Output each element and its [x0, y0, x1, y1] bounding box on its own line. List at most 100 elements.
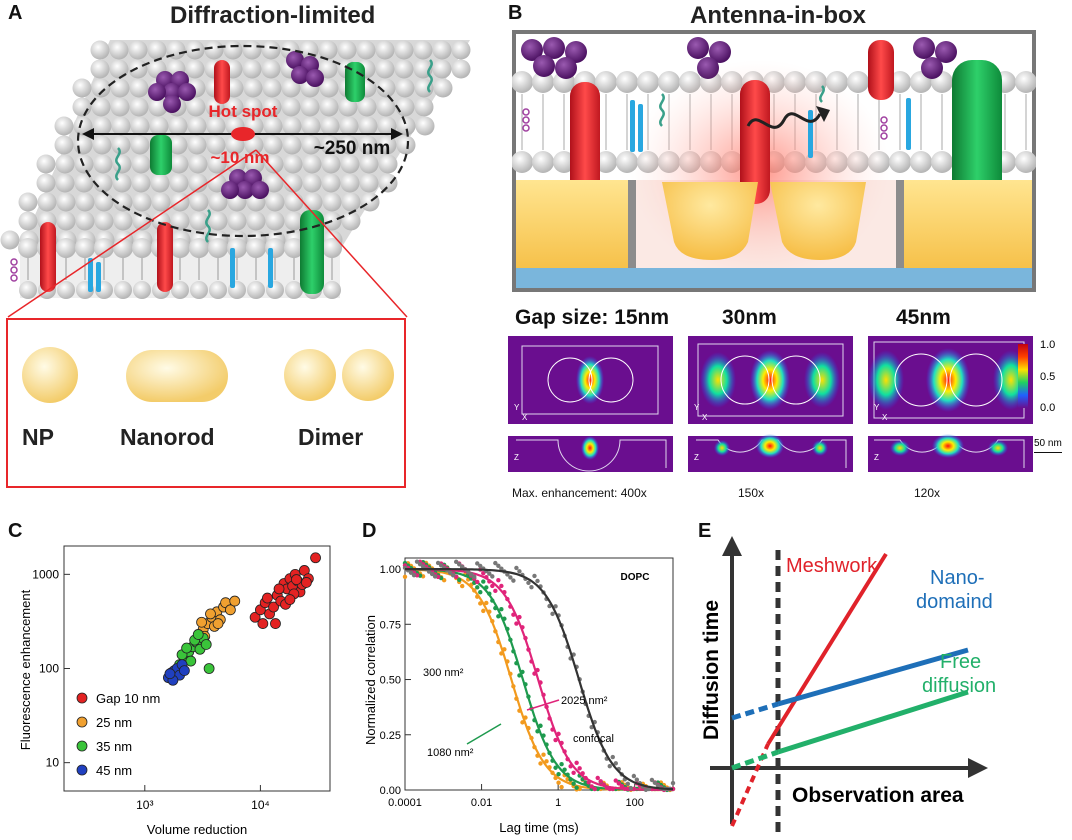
data-point	[262, 592, 273, 604]
fcs-data-point	[625, 781, 631, 786]
fcs-data-point	[453, 559, 459, 565]
gap-label-45: 45nm	[896, 306, 951, 329]
panel-b-label: B	[508, 2, 523, 24]
hot-spot-size-label: ~10 nm	[210, 148, 269, 167]
field-map-xz-15nm	[508, 436, 673, 472]
glass-substrate	[516, 268, 1032, 288]
free-diffusion-line	[777, 689, 969, 755]
fcs-data-point	[559, 762, 564, 767]
field-maps: Y X Y X Y X Z Z Z	[508, 336, 1033, 472]
colorbar-tick-mid: 0.5	[1040, 371, 1056, 383]
dimer-label: Dimer	[298, 424, 363, 450]
fcs-data-point	[613, 778, 618, 783]
axis-letter-z: Z	[874, 453, 879, 462]
chart-d-ytick: 0.50	[380, 675, 401, 687]
nanoparticle-shapes-box: NP Nanorod Dimer	[6, 318, 406, 488]
fcs-data-point	[420, 564, 426, 569]
legend-label: 25 nm	[96, 715, 132, 730]
fcs-curve-label: 1080 nm²	[427, 747, 474, 759]
data-point	[229, 595, 241, 607]
panel-b-title: Antenna-in-box	[690, 2, 866, 29]
fcs-data-point	[447, 570, 453, 576]
fcs-data-point	[538, 761, 543, 766]
chart-c-ytick: 10	[46, 756, 60, 770]
fcs-data-point	[487, 571, 492, 576]
meshwork-line	[766, 552, 888, 746]
fcs-data-point	[469, 572, 474, 577]
legend-marker	[76, 740, 88, 752]
field-map-xy-45nm	[868, 336, 1033, 424]
panel-c-label: C	[8, 520, 23, 542]
purple-protein-cluster	[148, 51, 324, 199]
axis-letter-x: X	[702, 413, 708, 422]
fcs-data-point	[577, 766, 582, 771]
legend-marker	[76, 692, 88, 704]
chart-d-annotation: DOPC	[621, 572, 650, 583]
data-point	[270, 618, 281, 629]
fcs-data-point	[574, 785, 579, 790]
fcs-data-point	[435, 560, 441, 566]
panel-d-label: D	[362, 520, 377, 542]
enhancement-45nm: 120x	[914, 486, 941, 500]
data-point	[192, 629, 204, 640]
fluorescence-enhancement-chart: Fluorescence enhancement Volume reductio…	[18, 545, 331, 837]
axis-letter-y: Y	[874, 403, 880, 412]
fcs-data-point	[408, 570, 414, 575]
fcs-data-point	[514, 565, 519, 571]
antenna-right	[770, 182, 866, 260]
antenna-in-box-illustration	[512, 30, 1036, 292]
axis-letter-z: Z	[514, 453, 519, 462]
field-map-xy-15nm	[508, 336, 673, 424]
fcs-data-point	[411, 572, 417, 578]
meshwork-label: Meshwork	[786, 555, 878, 577]
chart-c-ytick: 100	[39, 662, 59, 676]
fcs-data-point	[616, 781, 621, 786]
fcs-data-point	[493, 588, 498, 594]
axis-letter-x: X	[522, 413, 528, 422]
chart-d-ytick: 0.00	[380, 785, 401, 797]
chart-c-xlabel: Volume reduction	[147, 822, 247, 837]
fcs-data-point	[475, 561, 480, 566]
fcs-data-point	[634, 777, 640, 782]
nanorod-label: Nanorod	[120, 424, 215, 450]
fcs-data-point	[592, 786, 597, 792]
axis-letter-y: Y	[694, 403, 700, 412]
fcs-data-point	[619, 783, 625, 789]
fcs-data-point	[484, 600, 489, 606]
legend-marker	[76, 716, 88, 728]
gap-label-15: Gap size: 15nm	[515, 306, 670, 329]
fcs-data-point	[556, 780, 561, 785]
hot-spot-marker	[231, 127, 255, 141]
fcs-data-point	[544, 759, 549, 764]
data-point	[200, 639, 212, 650]
fcs-data-point	[441, 578, 447, 583]
fcs-data-point	[670, 780, 676, 786]
fcs-data-point	[652, 780, 658, 786]
legend-marker	[76, 764, 88, 776]
chart-d-xtick: 100	[626, 797, 644, 809]
nanodomain-label-line2: domaind	[916, 591, 993, 613]
fcs-data-point	[541, 752, 546, 757]
fcs-data-point	[607, 763, 612, 769]
fcs-data-point	[574, 760, 579, 766]
data-point	[164, 668, 176, 680]
fcs-data-point	[499, 583, 504, 589]
scale-bar-label: 50 nm	[1034, 438, 1062, 449]
fcs-data-point	[628, 785, 634, 791]
np-label: NP	[22, 424, 54, 450]
red-channel-protein	[570, 82, 600, 202]
fcs-data-point	[595, 775, 600, 781]
fcs-data-point	[460, 583, 465, 589]
fcs-data-point	[426, 569, 432, 574]
fcs-data-point	[450, 573, 456, 578]
fcs-data-point	[649, 777, 655, 783]
data-point	[257, 618, 269, 629]
chart-c-xtick: 10³	[136, 798, 153, 812]
data-point	[181, 642, 193, 654]
spot-size-label: ~250 nm	[314, 138, 391, 159]
nanodomain-label-line1: Nano-	[930, 567, 984, 589]
fcs-data-point	[472, 574, 477, 580]
red-channel-protein	[740, 80, 770, 204]
data-point	[205, 608, 216, 620]
diagram-xlabel: Observation area	[792, 784, 964, 807]
